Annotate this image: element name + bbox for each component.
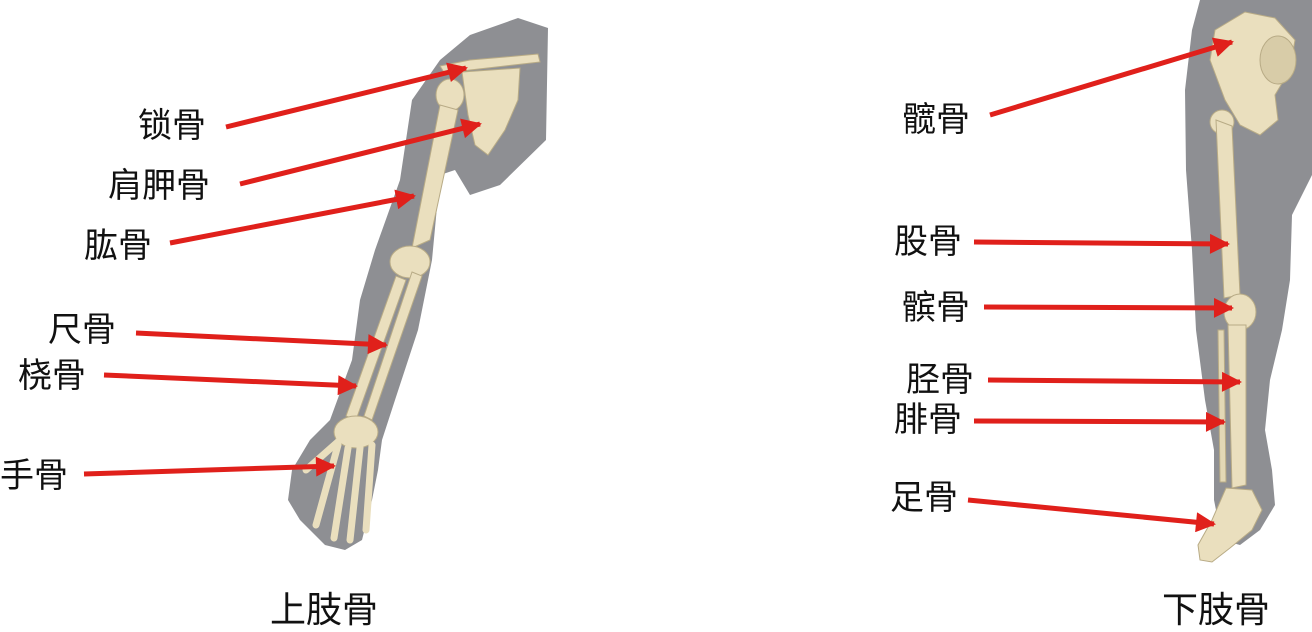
- label-radius: 桡骨: [18, 356, 86, 396]
- label-scapula: 肩胛骨: [108, 166, 210, 206]
- label-femur: 股骨: [894, 222, 962, 262]
- label-foot: 足骨: [890, 478, 958, 518]
- lower-limb-figure: [1185, 0, 1312, 562]
- elbow-joint: [390, 246, 430, 278]
- label-patella: 髌骨: [902, 288, 970, 328]
- arrow-tibia: [988, 380, 1240, 382]
- arrow-fibula: [974, 421, 1224, 422]
- caption-upper-limb: 上肢骨: [270, 590, 378, 632]
- arrow-femur: [974, 242, 1228, 244]
- pointer-arrows: [84, 42, 1240, 524]
- arrow-ulna: [136, 333, 386, 345]
- upper-limb-figure: [288, 18, 548, 550]
- label-ulna: 尺骨: [48, 310, 116, 350]
- label-humerus: 肱骨: [84, 226, 152, 266]
- arrow-patella: [984, 307, 1232, 308]
- label-hand: 手骨: [0, 456, 68, 496]
- label-clavicle: 锁骨: [138, 106, 206, 146]
- caption-lower-limb: 下肢骨: [1162, 590, 1270, 632]
- arrow-foot: [968, 500, 1214, 524]
- label-fibula: 腓骨: [894, 400, 962, 440]
- label-tibia: 胫骨: [906, 360, 974, 400]
- pelvis-ring: [1260, 36, 1296, 84]
- label-hip: 髋骨: [902, 100, 970, 140]
- arrow-radius: [104, 375, 356, 386]
